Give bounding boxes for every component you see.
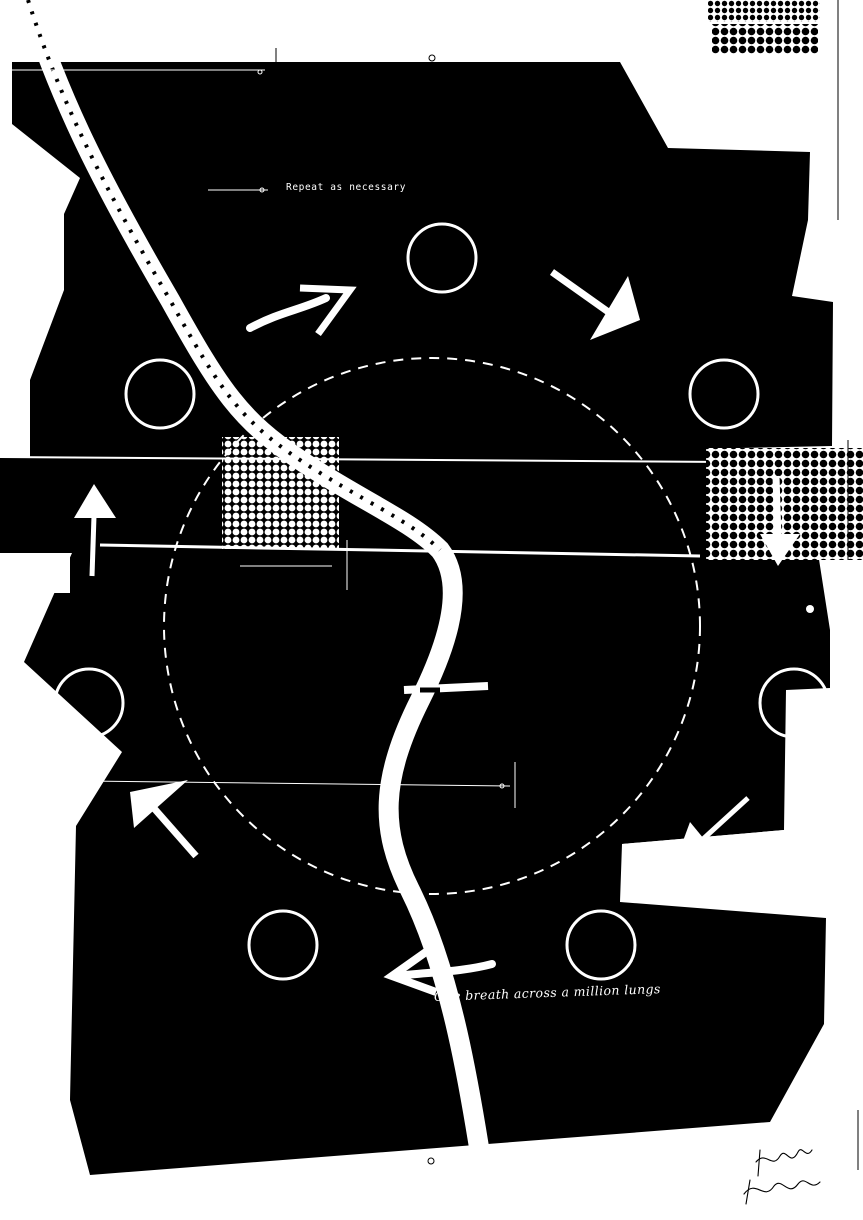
ring-right (758, 667, 830, 739)
caption-repeat: Repeat as necessary (286, 182, 407, 193)
arrow-down-right-icon (549, 269, 640, 340)
black-shape-bottom (24, 553, 830, 1175)
ring-upper-left (124, 358, 196, 430)
arrow-up-icon (74, 484, 116, 577)
white-notch-lower-right (622, 830, 784, 905)
registration-marks (48, 0, 859, 1170)
ring-top (406, 222, 478, 294)
white-notch-left (0, 553, 70, 593)
arrow-up-left-icon (130, 780, 199, 859)
dashed-orbit-circle (163, 357, 701, 895)
ring-upper-right (688, 358, 760, 430)
ring-lower-right (565, 909, 637, 981)
white-river-path (18, 0, 500, 1220)
halftone-dots-icon (708, 0, 820, 54)
arrow-down-left-icon (676, 796, 750, 860)
arrow-up-right-icon (246, 284, 357, 337)
arrow-down-icon (760, 475, 800, 566)
signature-icon (743, 1149, 821, 1205)
ring-lower-left (247, 909, 319, 981)
arrow-left-icon (383, 938, 496, 996)
ring-left (53, 667, 125, 739)
